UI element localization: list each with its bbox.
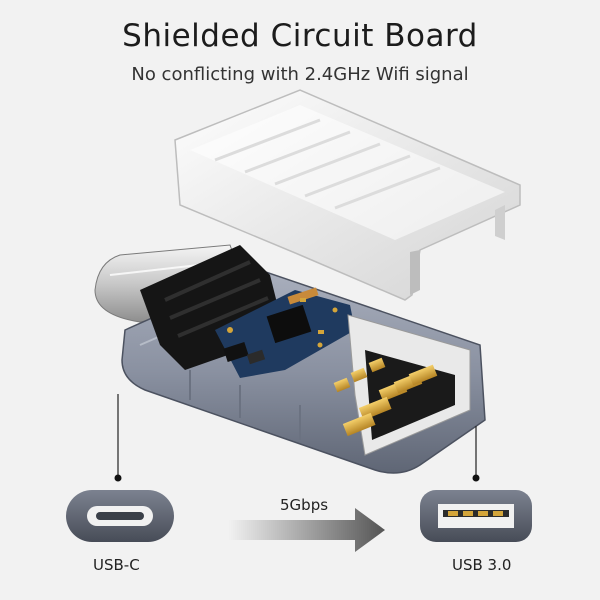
transparent-cover: [174, 89, 521, 301]
usb-c-label: USB-C: [93, 556, 140, 574]
page-subtitle: No conflicting with 2.4GHz Wifi signal: [131, 64, 469, 85]
usb-a-port-icon: [420, 490, 532, 542]
transfer-arrow: [228, 508, 385, 552]
usb-a-receptacle: [333, 314, 471, 456]
page-title: Shielded Circuit Board: [122, 18, 478, 54]
circuit-board: [215, 287, 355, 378]
speed-label: 5Gbps: [280, 496, 329, 514]
usb-a-pointer: [472, 426, 480, 482]
usb-c-pointer: [114, 394, 122, 482]
gold-contacts: [333, 357, 438, 437]
usb-3-label: USB 3.0: [452, 556, 512, 574]
usb-c-port-icon: [66, 490, 174, 542]
